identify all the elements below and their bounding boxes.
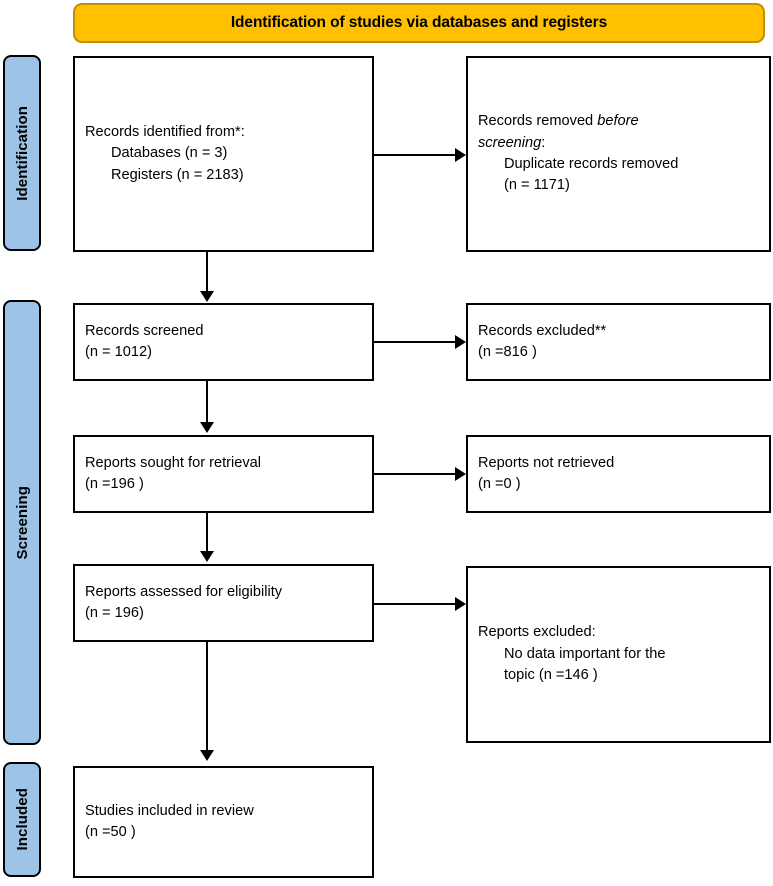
connector-sought-to-assessed (206, 513, 208, 552)
arrow-sought-to-not-retrieved (455, 467, 466, 481)
connector-sought-to-not-retrieved (374, 473, 456, 475)
records-excluded-line-1: Records excluded** (478, 322, 607, 339)
arrow-screened-to-excluded (455, 335, 466, 349)
arrow-sought-to-assessed (200, 551, 214, 562)
records-removed-text-c: screening (478, 134, 542, 151)
connector-screened-to-sought (206, 381, 208, 423)
reports-not-retrieved-line-2: (n =0 ) (478, 476, 521, 492)
stage-label-identification: Identification (3, 55, 41, 251)
reports-assessed-line-2: (n = 196) (85, 605, 144, 621)
connector-screened-to-excluded (374, 341, 456, 343)
records-removed-line-4: (n = 1171) (504, 177, 570, 194)
box-reports-excluded: Reports excluded: No data important for … (466, 566, 771, 743)
reports-not-retrieved-line-1: Reports not retrieved (478, 454, 615, 471)
arrow-screened-to-sought (200, 422, 214, 433)
records-removed-text-b: before (597, 113, 639, 130)
records-screened-line-1: Records screened (85, 322, 204, 339)
connector-assessed-to-studies-included (206, 642, 208, 752)
reports-excluded-line-2: No data important for the (504, 645, 666, 662)
records-removed-text-d: : (541, 134, 546, 151)
connector-assessed-to-reports-excluded (374, 603, 456, 605)
records-removed-line-1: Records removed before (478, 111, 759, 132)
reports-excluded-line-3: topic (n =146 ) (504, 667, 598, 684)
reports-sought-line-2: (n =196 ) (85, 476, 144, 492)
box-records-screened: Records screened (n = 1012) (73, 303, 374, 381)
connector-identified-to-removed (374, 154, 456, 156)
studies-included-line-1: Studies included in review (85, 802, 254, 819)
stage-label-identification-text: Identification (13, 105, 31, 201)
box-records-removed: Records removed before screening: Duplic… (466, 56, 771, 252)
records-excluded-line-2: (n =816 ) (478, 344, 537, 360)
records-screened-line-2: (n = 1012) (85, 344, 152, 360)
arrow-assessed-to-reports-excluded (455, 597, 466, 611)
box-reports-assessed: Reports assessed for eligibility (n = 19… (73, 564, 374, 642)
diagram-banner: Identification of studies via databases … (73, 3, 765, 43)
records-removed-line-3: Duplicate records removed (504, 156, 679, 172)
reports-excluded-line-1: Reports excluded: (478, 624, 596, 641)
records-removed-line-2: screening: (478, 133, 759, 154)
arrow-assessed-to-studies-included (200, 750, 214, 761)
box-studies-included: Studies included in review (n =50 ) (73, 766, 374, 878)
records-identified-line-2: Databases (n = 3) (111, 145, 228, 162)
arrow-identified-to-screened (200, 291, 214, 302)
records-identified-line-1: Records identified from*: (85, 123, 245, 140)
reports-assessed-line-1: Reports assessed for eligibility (85, 583, 283, 600)
box-reports-sought: Reports sought for retrieval (n =196 ) (73, 435, 374, 513)
stage-label-screening: Screening (3, 300, 41, 745)
stage-label-included: Included (3, 762, 41, 877)
box-records-identified: Records identified from*: Databases (n =… (73, 56, 374, 252)
studies-included-line-2: (n =50 ) (85, 824, 136, 840)
banner-title: Identification of studies via databases … (230, 14, 608, 31)
arrow-identified-to-removed (455, 148, 466, 162)
records-identified-line-3: Registers (n = 2183) (111, 166, 244, 183)
connector-identified-to-screened (206, 252, 208, 293)
box-reports-not-retrieved: Reports not retrieved (n =0 ) (466, 435, 771, 513)
stage-label-included-text: Included (13, 788, 31, 851)
stage-label-screening-text: Screening (13, 485, 31, 560)
records-removed-text-a: Records removed (478, 113, 598, 130)
box-records-excluded: Records excluded** (n =816 ) (466, 303, 771, 381)
reports-sought-line-1: Reports sought for retrieval (85, 454, 262, 471)
